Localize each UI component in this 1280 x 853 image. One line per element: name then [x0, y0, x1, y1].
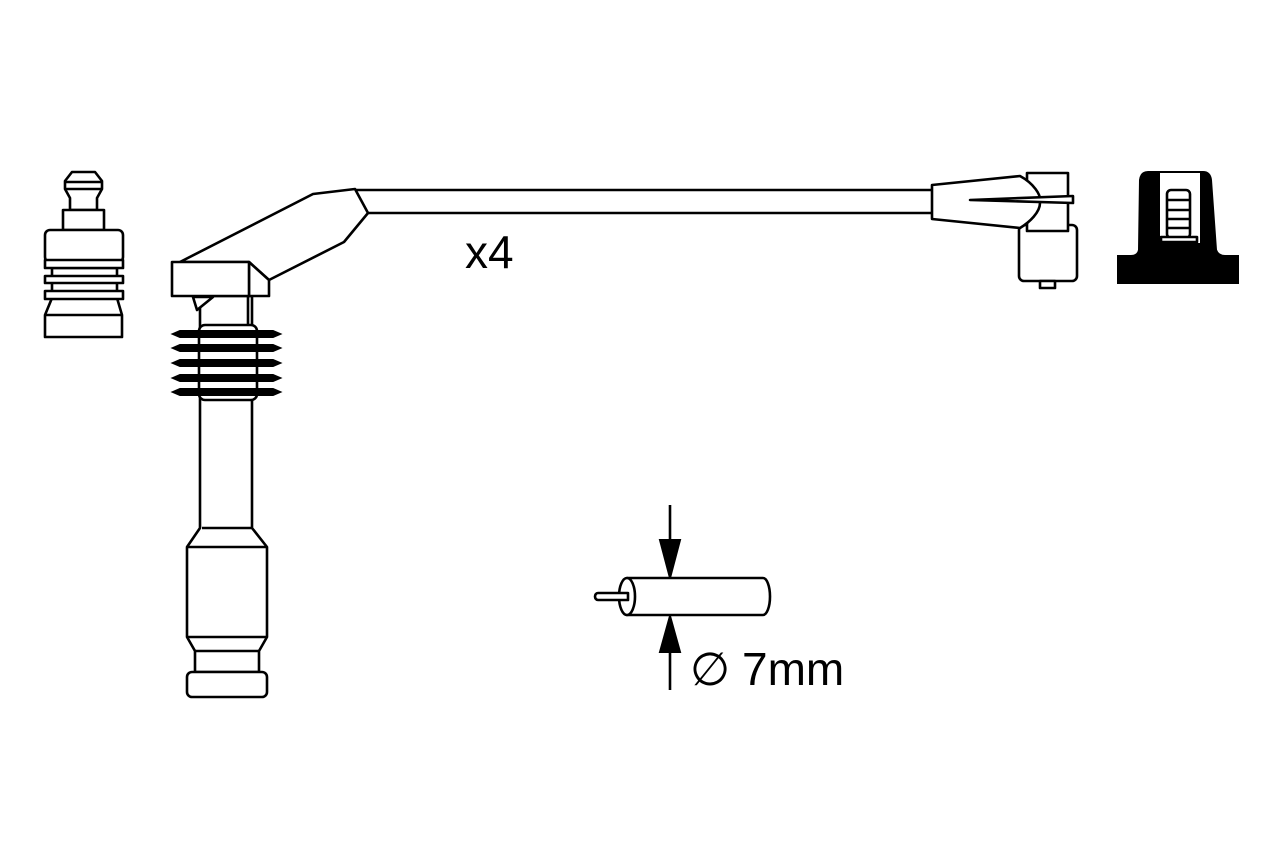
arrow-up-icon	[658, 612, 682, 653]
diameter-symbol: ∅	[690, 643, 730, 695]
coil-connector	[930, 171, 1079, 290]
arrow-down-icon	[658, 539, 682, 582]
ignition-cable	[355, 188, 934, 215]
boot-ribs	[170, 330, 283, 396]
diameter-value: 7mm	[742, 643, 844, 695]
cable-diameter-detail: ∅ 7mm	[593, 505, 844, 695]
terminal-cap	[1117, 171, 1239, 284]
quantity-label: x4	[465, 226, 514, 278]
spark-plug-boot	[170, 187, 370, 699]
spark-plug-terminal	[43, 170, 125, 339]
